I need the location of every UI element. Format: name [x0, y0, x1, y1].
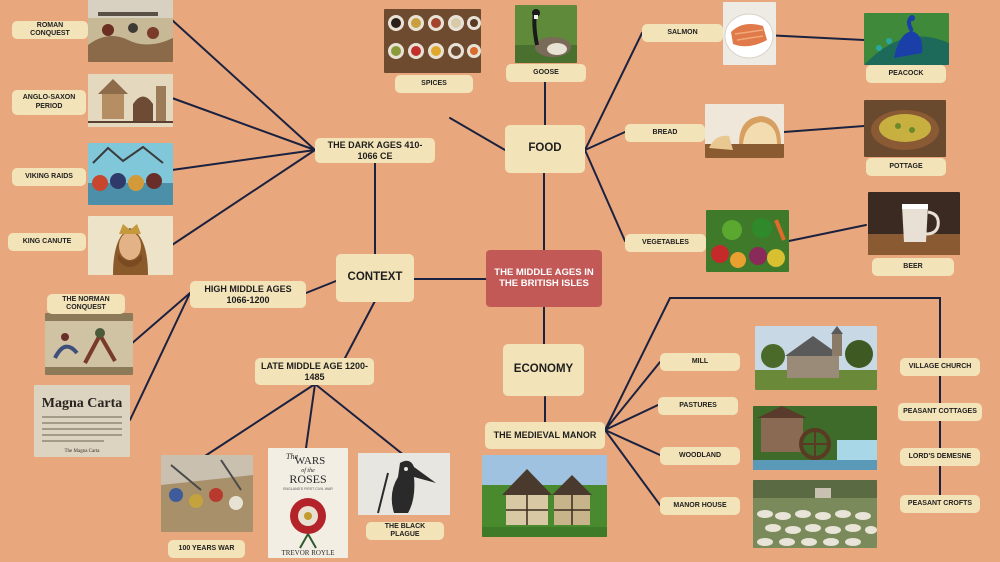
- village-church-node[interactable]: VILLAGE CHURCH: [900, 358, 980, 376]
- manor-image: [482, 455, 607, 537]
- wars-of-roses-wars: WARS: [295, 455, 326, 467]
- wars-of-roses-tagline: ENGLAND'S FIRST CIVIL WAR: [283, 487, 333, 491]
- roman-conquest-image: [88, 0, 173, 62]
- beer-node[interactable]: BEER: [872, 258, 954, 276]
- high-middle-ages-node[interactable]: HIGH MIDDLE AGES 1066-1200: [190, 281, 306, 308]
- magna-carta-image: Magna Carta The Magna Carta: [34, 385, 130, 457]
- economy-node[interactable]: ECONOMY: [503, 344, 584, 396]
- magna-carta-caption: The Magna Carta: [65, 449, 101, 454]
- woodland-node[interactable]: WOODLAND: [660, 447, 740, 465]
- peasant-cottages-node[interactable]: PEASANT COTTAGES: [898, 403, 982, 421]
- anglo-saxon-node[interactable]: ANGLO-SAXON PERIOD: [12, 90, 86, 115]
- pottage-image: [864, 100, 946, 157]
- king-canute-image: [88, 216, 173, 275]
- mill-image: [753, 406, 877, 470]
- norman-conquest-image: [45, 313, 133, 375]
- norman-conquest-node[interactable]: THE NORMAN CONQUEST: [47, 294, 125, 314]
- black-plague-node[interactable]: THE BLACK PLAGUE: [366, 522, 444, 540]
- peacock-image: [864, 13, 949, 65]
- viking-raids-image: [88, 143, 173, 205]
- vegetables-image: [706, 210, 789, 272]
- bread-image: [705, 104, 784, 158]
- roman-conquest-node[interactable]: ROMAN CONQUEST: [12, 21, 88, 39]
- manor-house-node[interactable]: MANOR HOUSE: [660, 497, 740, 515]
- pastures-image: [753, 480, 877, 548]
- vegetables-node[interactable]: VEGETABLES: [625, 234, 706, 252]
- black-plague-image: [358, 453, 450, 515]
- dark-ages-node[interactable]: THE DARK AGES 410-1066 CE: [315, 138, 435, 163]
- salmon-image: [723, 2, 776, 65]
- lords-demesne-node[interactable]: LORD'S DEMESNE: [900, 448, 980, 466]
- food-node[interactable]: FOOD: [505, 125, 585, 173]
- beer-image: [868, 192, 960, 255]
- salmon-node[interactable]: SALMON: [642, 24, 723, 42]
- magna-carta-title: Magna Carta: [42, 396, 123, 411]
- wars-of-roses-of-the: of the: [301, 467, 315, 474]
- goose-image: [515, 5, 577, 63]
- spices-node[interactable]: SPICES: [395, 75, 473, 93]
- spices-image: [384, 9, 481, 73]
- context-node[interactable]: CONTEXT: [336, 254, 414, 302]
- hundred-years-war-node[interactable]: 100 YEARS WAR: [168, 540, 245, 558]
- goose-node[interactable]: GOOSE: [506, 64, 586, 82]
- peacock-node[interactable]: PEACOCK: [866, 65, 946, 83]
- pastures-node[interactable]: PASTURES: [658, 397, 738, 415]
- village-church-image: [755, 326, 877, 390]
- mill-node[interactable]: MILL: [660, 353, 740, 371]
- wars-of-roses-the: The: [286, 452, 298, 461]
- peasant-crofts-node[interactable]: PEASANT CROFTS: [900, 495, 980, 513]
- king-canute-node[interactable]: KING CANUTE: [8, 233, 86, 251]
- wars-of-roses-author: TREVOR ROYLE: [281, 549, 334, 557]
- wars-of-roses-roses: ROSES: [289, 472, 326, 486]
- anglo-saxon-image: [88, 74, 173, 127]
- root-node[interactable]: THE MIDDLE AGES IN THE BRITISH ISLES: [486, 250, 602, 307]
- late-middle-age-node[interactable]: LATE MIDDLE AGE 1200-1485: [255, 358, 374, 385]
- viking-raids-node[interactable]: VIKING RAIDS: [12, 168, 86, 186]
- pottage-node[interactable]: POTTAGE: [866, 158, 946, 176]
- hundred-years-war-image: [161, 455, 253, 532]
- bread-node[interactable]: BREAD: [625, 124, 705, 142]
- wars-of-the-roses-cover: The WARS of the ROSES ENGLAND'S FIRST CI…: [268, 448, 348, 558]
- medieval-manor-node[interactable]: THE MEDIEVAL MANOR: [485, 422, 605, 449]
